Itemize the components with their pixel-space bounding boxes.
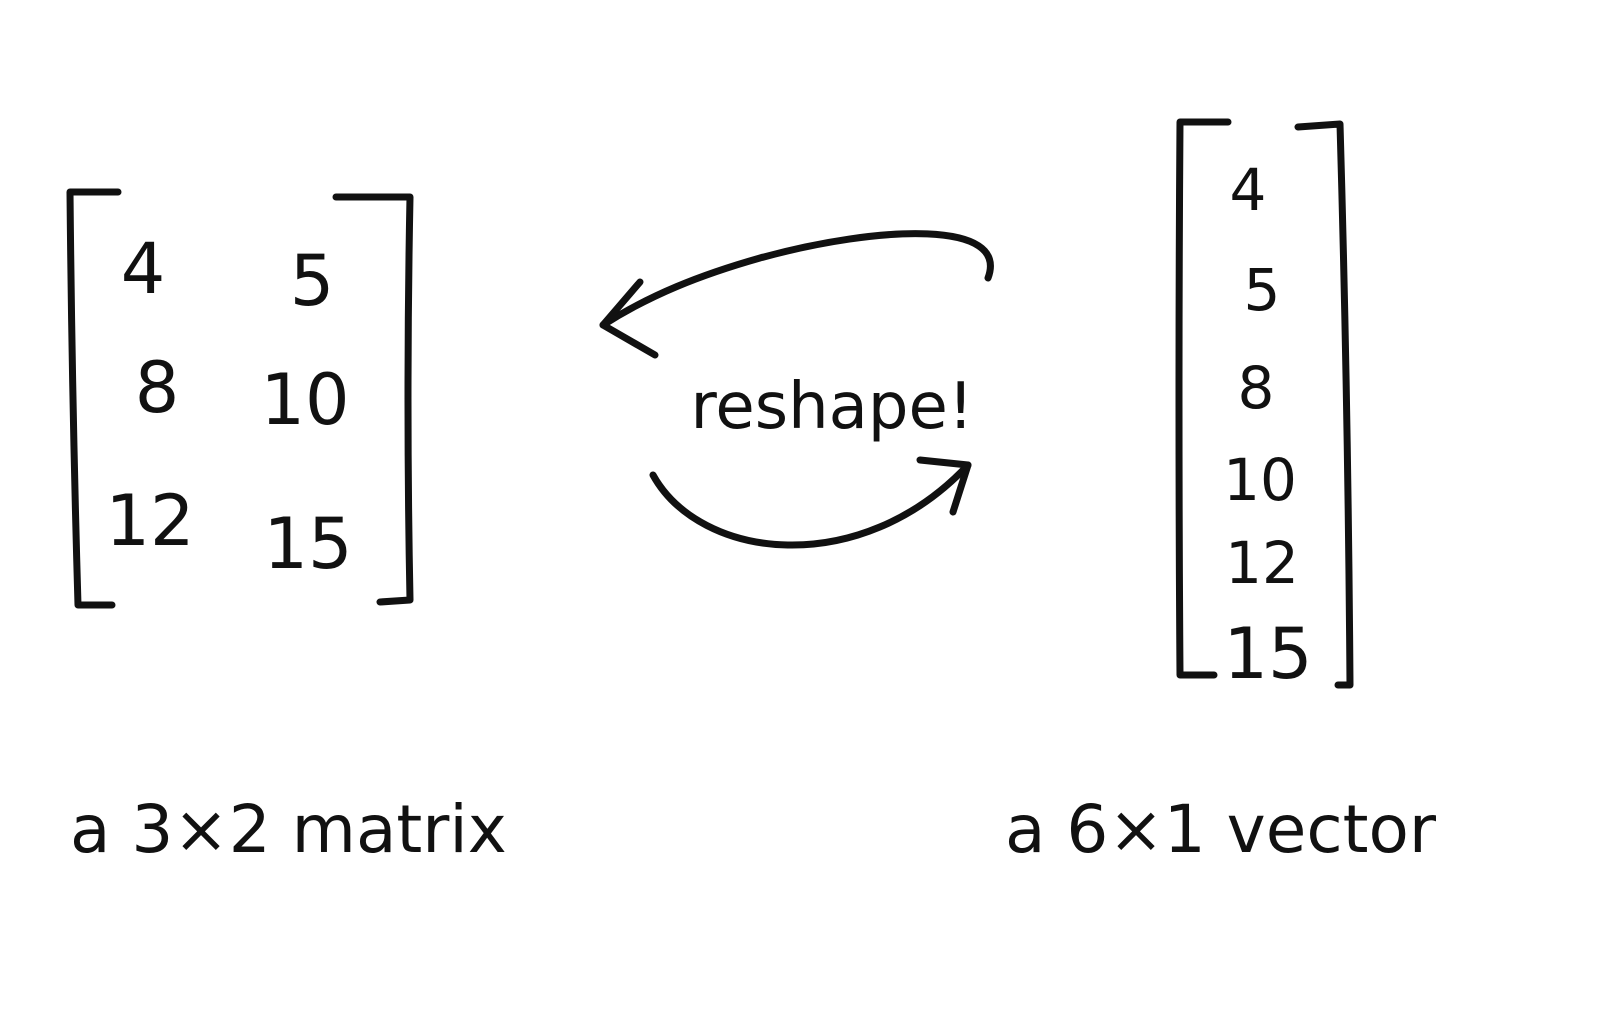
vector-caption: a 6×1 vector: [1005, 791, 1437, 868]
reshape-arrow-upper: [599, 230, 994, 329]
matrix-caption: a 3×2 matrix: [70, 791, 507, 868]
reshape-arrow-upper-head: [599, 278, 659, 359]
vector-left-bracket: [1175, 118, 1232, 679]
vector-right-bracket: [1294, 120, 1354, 689]
reshape-label: reshape!: [690, 370, 973, 444]
matrix-left-bracket: [66, 188, 122, 609]
matrix-cell-r2c1: 8: [135, 347, 180, 429]
reshape-arrow-lower: [649, 461, 972, 549]
vector-cell-5: 12: [1225, 529, 1299, 597]
matrix-cell-r1c2: 5: [290, 240, 335, 322]
matrix-right-bracket: [332, 193, 414, 606]
vector-cell-3: 8: [1238, 354, 1275, 422]
matrix-cell-r3c2: 15: [263, 503, 352, 585]
matrix-cell-r2c2: 10: [260, 359, 349, 441]
reshape-arrow-lower-head: [916, 456, 972, 516]
vector-cell-4: 10: [1223, 446, 1297, 514]
vector-cell-2: 5: [1244, 256, 1281, 324]
vector-cell-1: 4: [1230, 156, 1267, 224]
vector-cell-6: 15: [1223, 613, 1312, 695]
matrix-cell-r3c1: 12: [105, 480, 194, 562]
matrix-cell-r1c1: 4: [121, 228, 166, 310]
